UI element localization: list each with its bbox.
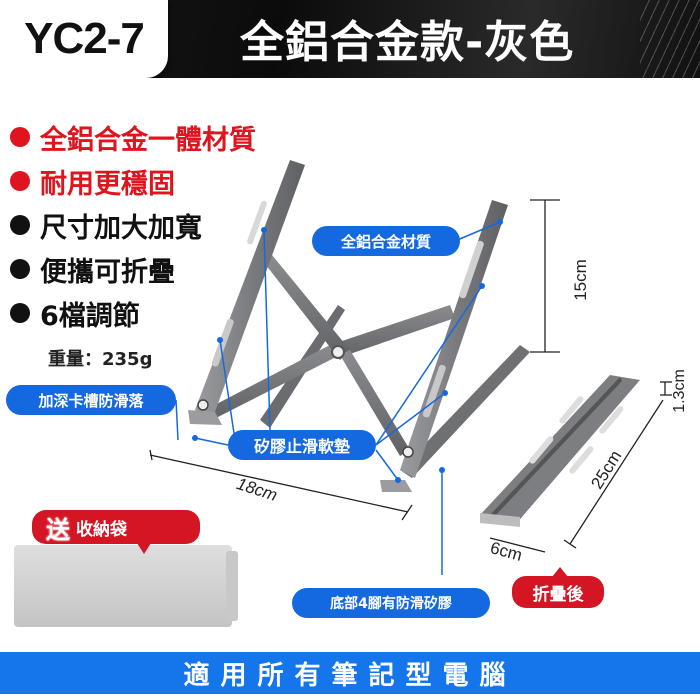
callout-pads: 矽膠止滑軟墊	[228, 430, 376, 460]
feature-item: 6檔調節	[10, 291, 256, 335]
feature-item: 耐用更穩固	[10, 159, 256, 203]
model-tag: YC2-7	[0, 0, 168, 78]
compatibility-text: 適用所有筆記型電腦	[183, 660, 517, 691]
dimension-width: 18cm	[234, 474, 280, 505]
feature-item: 尺寸加大加寬	[10, 203, 256, 247]
weight-spec: 重量：235g	[48, 349, 153, 370]
bullet-icon	[10, 303, 30, 323]
callout-material: 全鋁合金材質	[312, 226, 460, 256]
dimension-folded-width: 6cm	[488, 538, 525, 565]
bullet-icon	[10, 259, 30, 279]
bullet-icon	[10, 171, 30, 191]
callout-feet: 底部4腳有防滑矽膠	[292, 588, 490, 618]
bullet-icon	[10, 215, 30, 235]
folded-label: 折疊後	[512, 567, 604, 608]
feature-item: 全鋁合金一體材質	[10, 115, 256, 159]
feature-list: 全鋁合金一體材質 耐用更穩固 尺寸加大加寬 便攜可折疊 6檔調節	[10, 115, 256, 335]
dimension-folded-length: 25cm	[587, 447, 626, 493]
bullet-icon	[10, 127, 30, 147]
dimension-folded-thickness: 1.3cm	[670, 369, 688, 413]
callout-groove: 加深卡槽防滑落	[6, 385, 176, 415]
gift-item: 收納袋	[76, 519, 127, 540]
dimension-height: 15cm	[570, 259, 590, 301]
model-number: YC2-7	[24, 14, 145, 63]
footer-bar: 適用所有筆記型電腦	[0, 652, 700, 694]
page-title: 全鋁合金款-灰色	[240, 17, 575, 68]
storage-bag-image	[14, 545, 238, 627]
gift-prefix: 送	[46, 515, 70, 544]
gift-badge: 送 收納袋	[32, 510, 200, 554]
feature-item: 便攜可折疊	[10, 247, 256, 291]
header-bar: YC2-7 全鋁合金款-灰色	[0, 0, 700, 78]
